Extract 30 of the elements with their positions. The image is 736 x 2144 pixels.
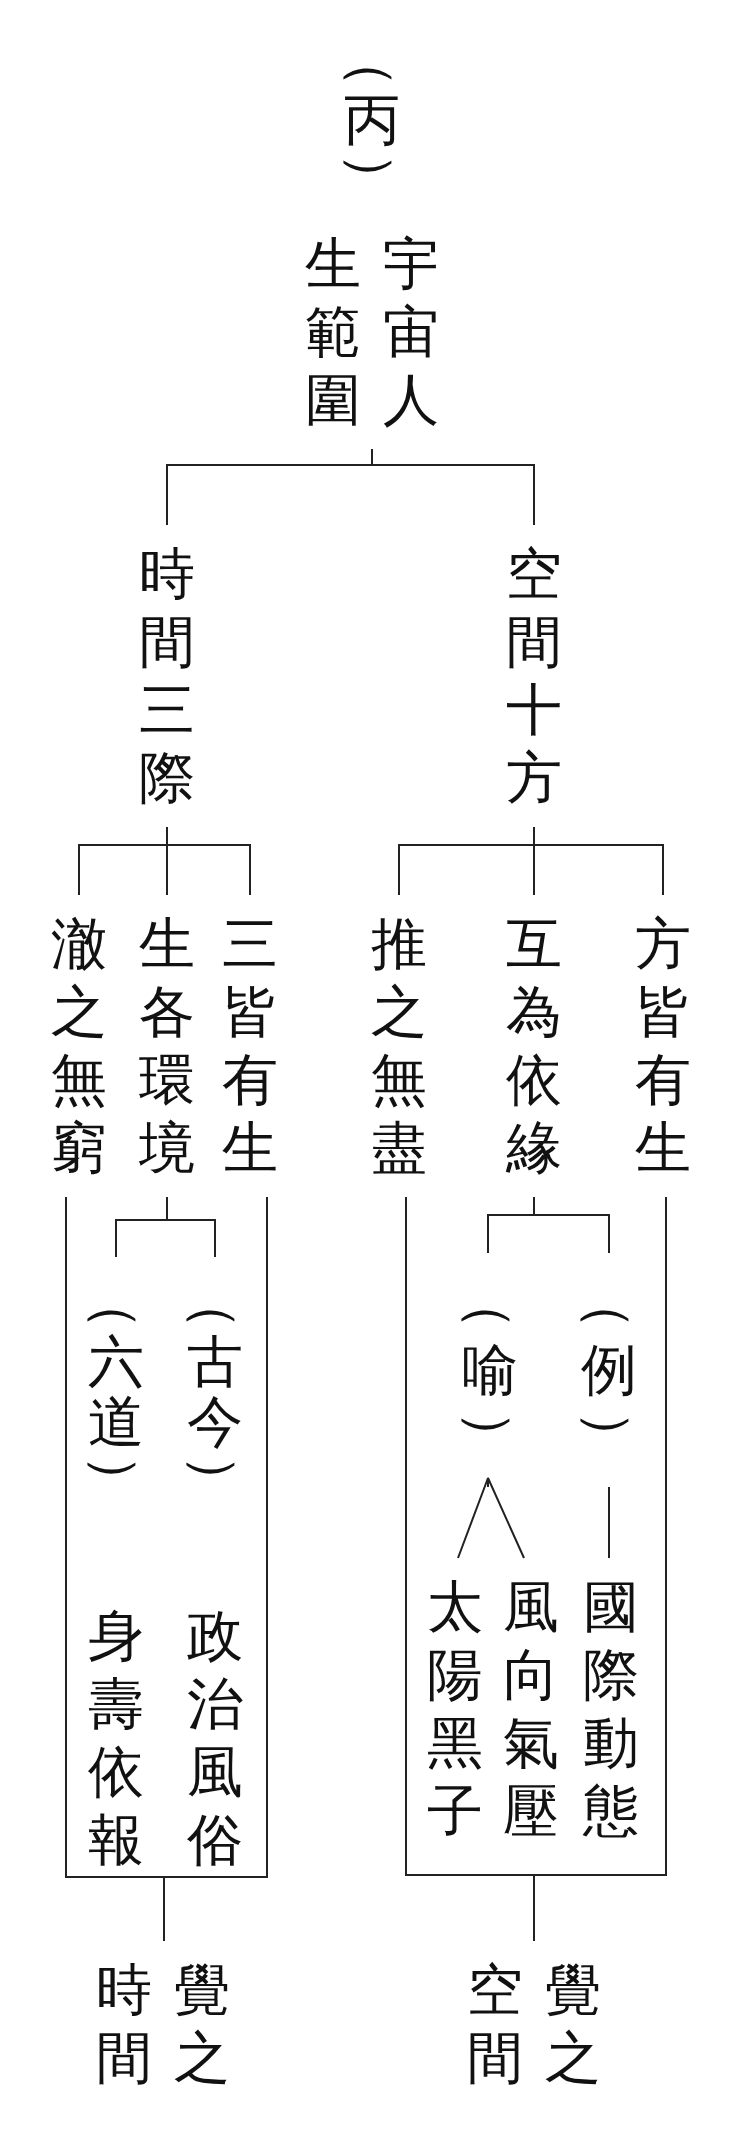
node-label: 身壽依報 (87, 1602, 145, 1874)
connector-line (487, 1477, 525, 1559)
node-label: （喻） (457, 1273, 524, 1468)
node-label: 風向氣壓 (502, 1573, 560, 1845)
connector-line (533, 1196, 667, 1942)
connector-line (487, 1196, 535, 1254)
connector-line (163, 1196, 268, 1942)
node-label: 政治風俗 (186, 1602, 244, 1874)
node-label: 時間三際 (138, 540, 196, 812)
connector-line (457, 1477, 489, 1559)
node-label: 國際動態 (582, 1573, 640, 1845)
node-label: 覺之時間 (95, 1956, 231, 2092)
node-label: 覺之空間 (466, 1956, 602, 2092)
heading-text: （古今） (182, 1273, 249, 1512)
node-label: 生各環境 (138, 910, 196, 1182)
node-label: （例） (576, 1273, 643, 1468)
node-label: 三皆有生 (221, 910, 279, 1182)
connector-line (398, 826, 535, 896)
heading-text: （丙） (339, 31, 406, 210)
heading-text: （六道） (83, 1273, 150, 1512)
node-label: 方皆有生 (634, 910, 692, 1182)
node-label: 推之無盡 (370, 910, 428, 1182)
node-label: 太陽黑子 (426, 1573, 484, 1845)
connector-line (608, 1486, 610, 1559)
node-label: 互為依緣 (505, 910, 563, 1182)
connector-line (78, 826, 168, 896)
connector-line (371, 448, 535, 526)
node-label: 澈之無窮 (50, 910, 108, 1182)
node-label: 宇宙人生範圍 (304, 230, 440, 434)
node-label: 空間十方 (505, 540, 563, 812)
